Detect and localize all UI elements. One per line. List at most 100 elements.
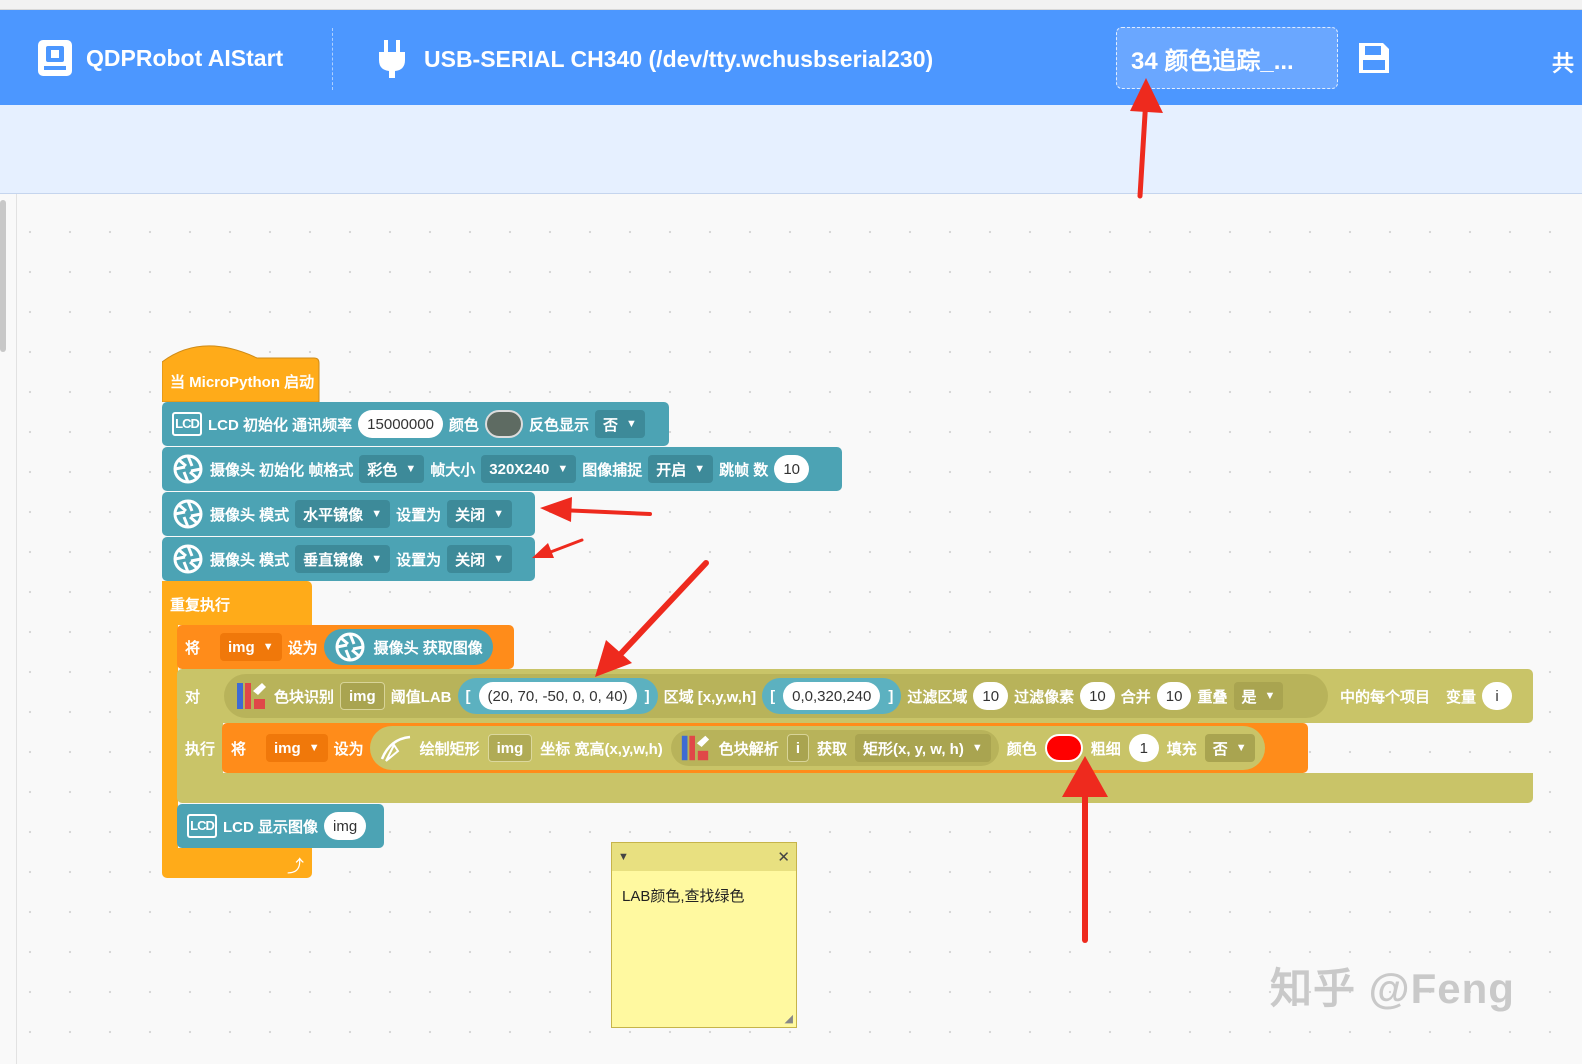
- draw-rectangle-block[interactable]: 绘制矩形 img 坐标 宽高(x,y,w,h) 色块解析 i 获取 矩形(x, …: [369, 726, 1265, 770]
- area-threshold-input[interactable]: 10: [973, 682, 1009, 710]
- skip-frames-input[interactable]: 10: [774, 455, 809, 483]
- draw-color-picker[interactable]: [1044, 734, 1083, 762]
- camera-shutter-icon: [173, 454, 203, 484]
- mirror-state-value: 关闭: [455, 506, 486, 524]
- forever-loop-footer: ⤴: [162, 848, 312, 878]
- fill-value: 否: [1212, 740, 1228, 758]
- blob-detect-block[interactable]: 色块识别 img 阈值LAB [ (20, 70, -50, 0, 0, 40)…: [224, 674, 1328, 718]
- set-img-block[interactable]: 将 img▼ 设为 摄像头 获取图像: [177, 625, 514, 669]
- save-button[interactable]: [1356, 40, 1392, 81]
- note-close-icon[interactable]: ✕: [777, 849, 790, 866]
- camera-mode-label: 摄像头 模式: [210, 551, 290, 569]
- project-name: 34 颜色追踪_...: [1131, 47, 1294, 75]
- note-collapse-icon[interactable]: ▼: [618, 851, 629, 863]
- rect-property-dropdown[interactable]: 矩形(x, y, w, h)▼: [855, 734, 991, 762]
- project-name-input[interactable]: 34 颜色追踪_...: [1116, 27, 1338, 89]
- lcd-init-label: LCD 初始化 通讯频率: [208, 416, 353, 434]
- coord-label: 坐标 宽高(x,y,w,h): [540, 740, 663, 758]
- hat-label: 当 MicroPython 启动: [170, 373, 315, 391]
- set-draw-rect-block[interactable]: 将 img▼ 设为 绘制矩形 img 坐标 宽高(x,y,w,h) 色块解析 i…: [222, 723, 1308, 773]
- note-text[interactable]: LAB颜色,查找绿色: [622, 888, 745, 905]
- camera-init-block[interactable]: 摄像头 初始化 帧格式 彩色▼ 帧大小 320X240▼ 图像捕捉 开启▼ 跳帧…: [162, 447, 842, 491]
- comment-note[interactable]: ▼ ✕ LAB颜色,查找绿色 ◢: [611, 842, 797, 1028]
- foreach-prefix-label: 对: [185, 688, 201, 706]
- set-to-label: 设为: [287, 639, 318, 657]
- app-header: QDPRobot AIStart USB-SERIAL CH340 (/dev/…: [0, 10, 1582, 105]
- pixel-threshold-label: 过滤像素: [1014, 688, 1075, 706]
- lab-threshold-input[interactable]: (20, 70, -50, 0, 0, 40): [478, 682, 637, 710]
- frame-size-value: 320X240: [489, 460, 550, 478]
- bracket-close: ]: [644, 687, 650, 705]
- thickness-input[interactable]: 1: [1128, 734, 1159, 762]
- share-button[interactable]: 共: [1552, 51, 1575, 76]
- micropython-start-block[interactable]: 当 MicroPython 启动: [170, 366, 320, 396]
- camera-mode-vflip-block[interactable]: 摄像头 模式 垂直镜像▼ 设置为 关闭▼: [162, 537, 535, 581]
- variable-label: 变量: [1446, 688, 1477, 706]
- app-title[interactable]: QDPRobot AIStart: [36, 38, 283, 78]
- lcd-init-block[interactable]: LCD LCD 初始化 通讯频率 15000000 颜色 反色显示 否▼: [162, 402, 669, 446]
- flip-mode-dropdown[interactable]: 垂直镜像▼: [295, 545, 391, 573]
- exec-label-box: 执行: [185, 734, 221, 762]
- fill-dropdown[interactable]: 否▼: [1204, 734, 1255, 762]
- foreach-footer: [177, 773, 1533, 803]
- blob-image-input[interactable]: img: [340, 682, 385, 710]
- area-threshold-label: 过滤区域: [907, 688, 968, 706]
- mirror-mode-value: 水平镜像: [303, 506, 364, 524]
- lcd-image-input[interactable]: img: [324, 812, 367, 840]
- arrow-lab-threshold: [612, 560, 709, 663]
- threshold-label: 阈值LAB: [390, 688, 452, 706]
- camera-shutter-icon: [173, 544, 203, 574]
- roi-input[interactable]: 0,0,320,240: [783, 682, 881, 710]
- note-header: ▼ ✕: [612, 843, 796, 871]
- overlap-dropdown[interactable]: 是▼: [1233, 682, 1284, 710]
- foreach-tail: 中的每个项目 变量 i: [1340, 682, 1518, 710]
- draw-image-input[interactable]: img: [487, 734, 533, 762]
- set-to-label: 设置为: [396, 506, 442, 524]
- flip-state-dropdown[interactable]: 关闭▼: [447, 545, 512, 573]
- note-resize-icon[interactable]: ◢: [784, 1013, 793, 1025]
- mirror-state-dropdown[interactable]: 关闭 ▼: [447, 500, 512, 528]
- lcd-color-picker[interactable]: [484, 410, 523, 438]
- camera-snapshot-label: 摄像头 获取图像: [373, 639, 483, 657]
- overlap-value: 是: [1241, 688, 1257, 706]
- chevron-down-icon: ▼: [493, 508, 504, 520]
- loop-variable-input[interactable]: i: [1482, 682, 1513, 710]
- camera-mode-hmirror-block[interactable]: 摄像头 模式 水平镜像▼ 设置为 关闭 ▼: [162, 492, 535, 536]
- chevron-down-icon: ▼: [694, 463, 706, 475]
- chevron-down-icon: ▼: [625, 418, 637, 430]
- forever-loop-block[interactable]: [162, 581, 312, 625]
- vertical-scrollbar[interactable]: [0, 200, 6, 352]
- camera-snapshot-block[interactable]: 摄像头 获取图像: [323, 629, 493, 665]
- variable-dropdown[interactable]: img▼: [266, 734, 328, 762]
- set-to-label: 设为: [333, 740, 364, 758]
- chevron-down-icon: ▼: [971, 742, 983, 754]
- lcd-display-block[interactable]: LCD LCD 显示图像 img: [177, 804, 384, 848]
- robot-logo-icon: [38, 40, 72, 76]
- forever-loop-arm: [162, 620, 178, 850]
- mirror-mode-dropdown[interactable]: 水平镜像▼: [295, 500, 391, 528]
- merge-label: 合并: [1120, 688, 1151, 706]
- camera-mode-label: 摄像头 模式: [210, 506, 290, 524]
- blob-parse-block[interactable]: 色块解析 i 获取 矩形(x, y, w, h)▼: [670, 730, 999, 766]
- skip-frames-label: 跳帧 数: [719, 461, 769, 479]
- merge-input[interactable]: 10: [1156, 682, 1192, 710]
- chevron-down-icon: ▼: [557, 463, 569, 475]
- frame-size-dropdown[interactable]: 320X240 ▼: [481, 455, 577, 483]
- invert-dropdown[interactable]: 否▼: [594, 410, 645, 438]
- chevron-down-icon: ▼: [405, 463, 417, 475]
- lcd-frequency-input[interactable]: 15000000: [358, 410, 443, 438]
- device-connection[interactable]: USB-SERIAL CH340 (/dev/tty.wchusbserial2…: [376, 38, 933, 80]
- arrow-project-name-head: [1130, 78, 1163, 113]
- camera-shutter-icon: [173, 499, 203, 529]
- roi-list[interactable]: [ 0,0,320,240 ]: [762, 678, 902, 714]
- threshold-list[interactable]: [ (20, 70, -50, 0, 0, 40) ]: [457, 678, 658, 714]
- get-label: 获取: [816, 740, 847, 758]
- frame-size-label: 帧大小: [430, 461, 476, 479]
- capture-dropdown[interactable]: 开启▼: [648, 455, 714, 483]
- capture-label: 图像捕捉: [582, 461, 643, 479]
- pixel-threshold-input[interactable]: 10: [1080, 682, 1115, 710]
- variable-dropdown[interactable]: img▼: [220, 633, 282, 661]
- blob-item-input[interactable]: i: [786, 734, 809, 762]
- frame-format-dropdown[interactable]: 彩色▼: [359, 455, 425, 483]
- invert-value: 否: [602, 416, 618, 434]
